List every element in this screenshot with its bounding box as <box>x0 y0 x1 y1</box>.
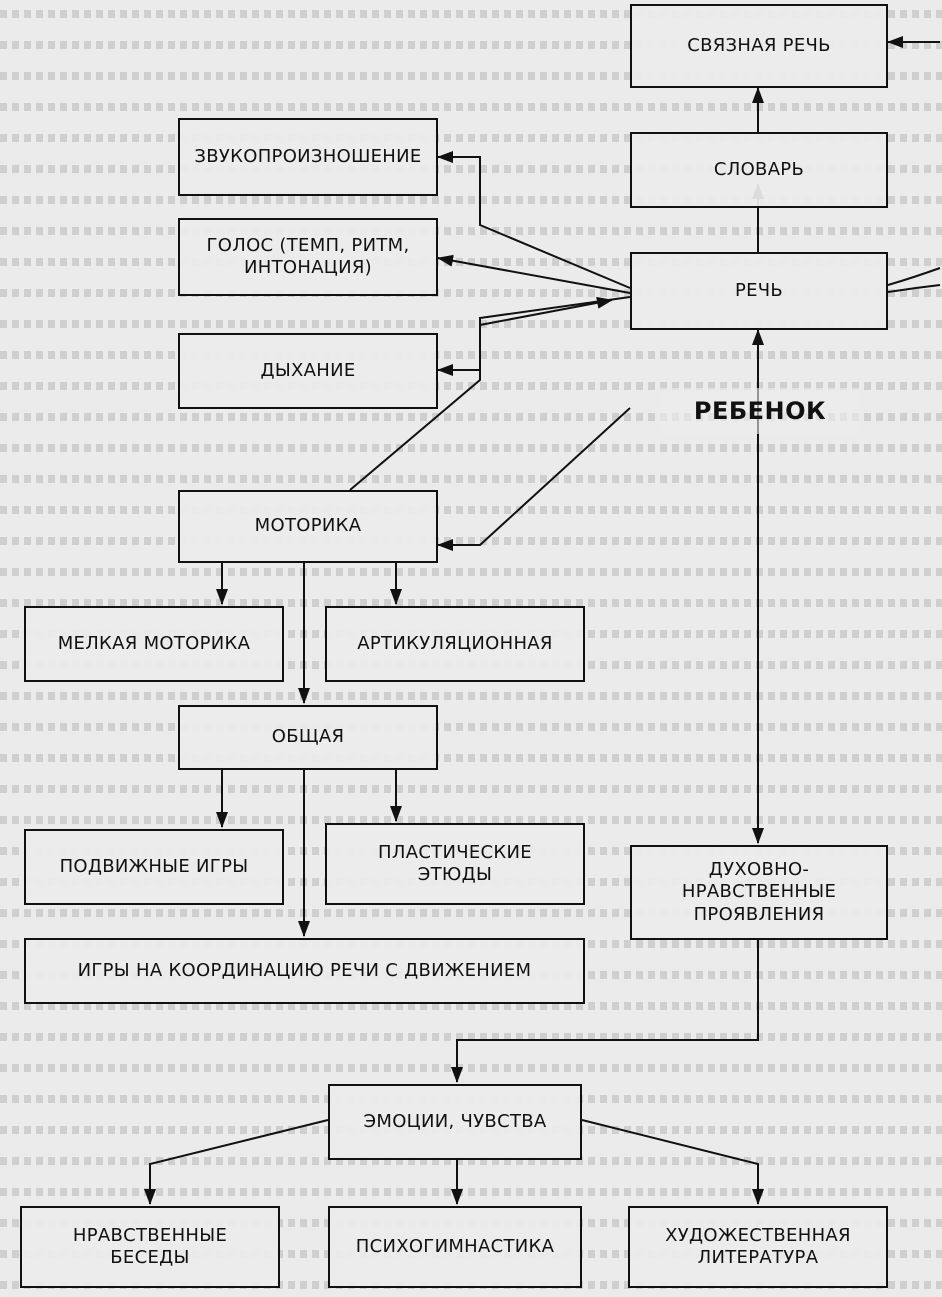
connected-speech-label: СВЯЗНАЯ РЕЧЬ <box>687 34 831 56</box>
background-text-line <box>0 1064 942 1072</box>
coordination-games-label: ИГРЫ НА КООРДИНАЦИЮ РЕЧИ С ДВИЖЕНИЕМ <box>77 959 532 981</box>
background-text-line <box>0 103 942 111</box>
background-text-line <box>0 754 942 762</box>
voice-box: ГОЛОС (ТЕМП, РИТМ, ИНТОНАЦИЯ) <box>178 218 438 296</box>
background-text-line <box>0 227 942 235</box>
connected-speech-box: СВЯЗНАЯ РЕЧЬ <box>630 4 888 88</box>
fiction-box: ХУДОЖЕСТВЕННАЯ ЛИТЕРАТУРА <box>628 1206 888 1288</box>
vocabulary-label: СЛОВАРЬ <box>713 158 805 180</box>
edge-emotions-fiction <box>581 1119 764 1205</box>
fine-motor-label: МЕЛКАЯ МОТОРИКА <box>57 632 251 654</box>
active-games-box: ПОДВИЖНЫЕ ИГРЫ <box>24 829 284 905</box>
motor-skills-box: МОТОРИКА <box>178 490 438 563</box>
emotions-label: ЭМОЦИИ, ЧУВСТВА <box>363 1110 547 1132</box>
background-text-line <box>0 537 942 545</box>
background-text-line <box>0 444 942 452</box>
edge-speech-motor <box>437 407 631 551</box>
emotions-box: ЭМОЦИИ, ЧУВСТВА <box>328 1084 582 1160</box>
background-text-line <box>0 10 942 18</box>
background-text-line <box>0 816 942 824</box>
fine-motor-box: МЕЛКАЯ МОТОРИКА <box>24 606 284 682</box>
speech-label: РЕЧЬ <box>734 279 784 301</box>
speech-box: РЕЧЬ <box>630 252 888 330</box>
background-text-line <box>0 568 942 576</box>
edge-speech-voice <box>437 254 631 294</box>
edge-speech-offpage-1 <box>887 267 941 286</box>
psycho-gymnastics-label: ПСИХОГИМНАСТИКА <box>355 1235 555 1257</box>
edge-spiritual-emotions <box>451 940 759 1083</box>
spiritual-moral-box: ДУХОВНО-НРАВСТВЕННЫЕ ПРОЯВЛЕНИЯ <box>630 845 888 940</box>
background-text-line <box>0 382 942 390</box>
background-text-line <box>0 1002 942 1010</box>
breathing-box: ДЫХАНИЕ <box>178 333 438 409</box>
background-text-line <box>0 134 942 142</box>
background-text-line <box>0 258 942 266</box>
background-text-line <box>0 196 942 204</box>
background-text-line <box>0 289 942 297</box>
background-text-line <box>0 41 942 49</box>
background-text-line <box>0 506 942 514</box>
active-games-label: ПОДВИЖНЫЕ ИГРЫ <box>59 855 249 877</box>
background-text-line <box>0 320 942 328</box>
general-label: ОБЩАЯ <box>271 726 345 748</box>
background-text-line <box>0 1188 942 1196</box>
edge-emotions-talks <box>144 1119 329 1205</box>
articulation-label: АРТИКУЛЯЦИОННАЯ <box>357 632 553 654</box>
breathing-label: ДЫХАНИЕ <box>260 359 356 381</box>
background-text-line <box>0 692 942 700</box>
moral-talks-box: НРАВСТВЕННЫЕ БЕСЕДЫ <box>20 1206 280 1288</box>
edge-speech-breathing <box>437 296 631 376</box>
vocabulary-box: СЛОВАРЬ <box>630 132 888 208</box>
background-text-line <box>0 1033 942 1041</box>
background-text-line <box>0 723 942 731</box>
background-text-line <box>0 599 942 607</box>
background-text-line <box>0 1157 942 1165</box>
spiritual-moral-label: ДУХОВНО-НРАВСТВЕННЫЕ ПРОЯВЛЕНИЯ <box>681 858 837 925</box>
background-text-line <box>0 165 942 173</box>
plastic-etudes-label: ПЛАСТИЧЕСКИЕ ЭТЮДЫ <box>378 841 532 886</box>
articulation-box: АРТИКУЛЯЦИОННАЯ <box>325 606 585 682</box>
child-label-box: РЕБЕНОК <box>660 388 860 434</box>
motor-skills-label: МОТОРИКА <box>254 515 362 537</box>
edge-motor-speech <box>349 296 613 491</box>
background-text-line <box>0 351 942 359</box>
pronunciation-label: ЗВУКОПРОИЗНОШЕНИЕ <box>194 145 422 167</box>
background-text-line <box>0 909 942 917</box>
general-box: ОБЩАЯ <box>178 705 438 770</box>
coordination-games-box: ИГРЫ НА КООРДИНАЦИЮ РЕЧИ С ДВИЖЕНИЕМ <box>24 938 585 1004</box>
background-text-line <box>0 785 942 793</box>
edge-speech-pronunciation <box>437 151 631 289</box>
background-text-line <box>0 413 942 421</box>
voice-label: ГОЛОС (ТЕМП, РИТМ, ИНТОНАЦИЯ) <box>206 234 410 279</box>
moral-talks-label: НРАВСТВЕННЫЕ БЕСЕДЫ <box>72 1224 228 1269</box>
edge-speech-offpage-2 <box>887 284 941 293</box>
psycho-gymnastics-box: ПСИХОГИМНАСТИКА <box>328 1206 582 1288</box>
plastic-etudes-box: ПЛАСТИЧЕСКИЕ ЭТЮДЫ <box>325 823 585 905</box>
child-label: РЕБЕНОК <box>693 397 827 425</box>
pronunciation-box: ЗВУКОПРОИЗНОШЕНИЕ <box>178 118 438 196</box>
background-text-line <box>0 72 942 80</box>
background-text-line <box>0 475 942 483</box>
fiction-label: ХУДОЖЕСТВЕННАЯ ЛИТЕРАТУРА <box>665 1224 851 1269</box>
